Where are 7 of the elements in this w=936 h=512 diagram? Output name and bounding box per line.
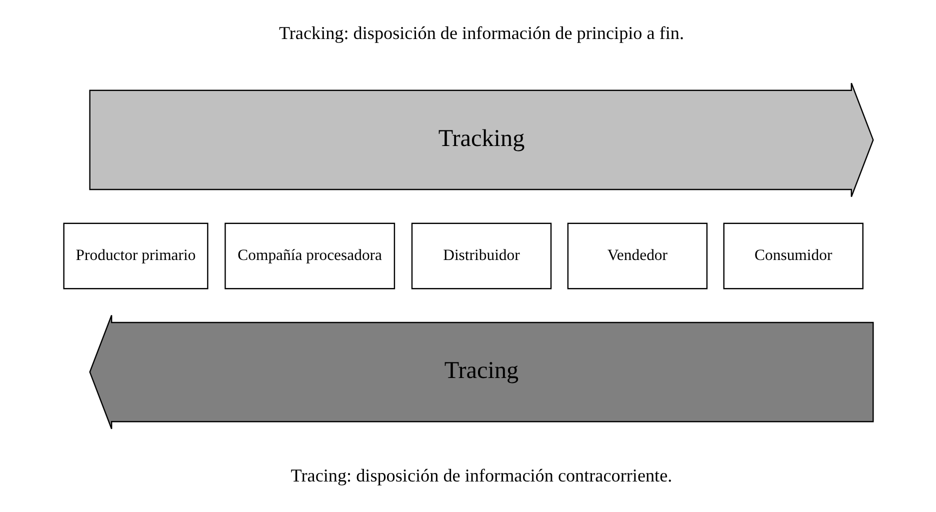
node-box: Compañía procesadora [224, 222, 395, 290]
node-box: Productor primario [62, 222, 208, 290]
label: Tracing: disposición de información contracorriente. [290, 465, 672, 486]
node-box: Distribuidor [410, 222, 552, 290]
node-box: Vendedor [566, 222, 708, 290]
node-box: Consumidor [722, 222, 863, 290]
label: Tracking: disposición de información de principio a fin. [278, 23, 684, 44]
